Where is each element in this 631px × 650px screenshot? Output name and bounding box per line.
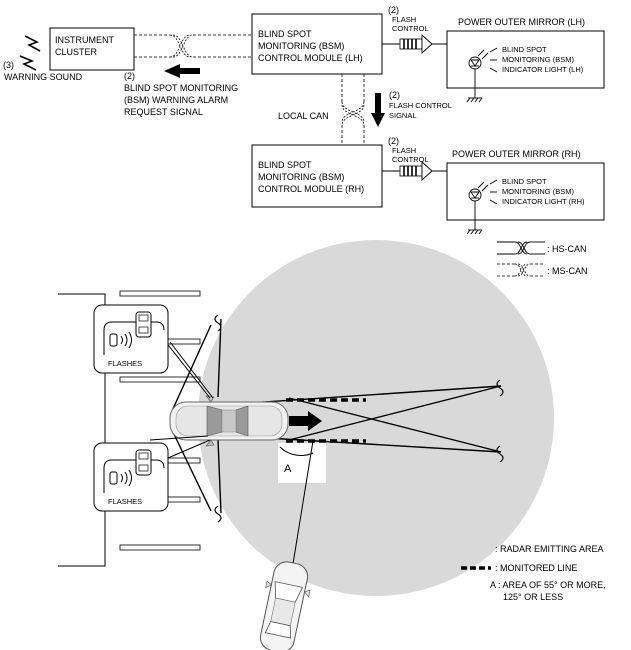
approaching-car-icon <box>259 561 311 650</box>
bsm-lh-label-1: BLIND SPOT <box>258 29 312 39</box>
mirror-callout-bottom <box>93 435 211 512</box>
mirror-callout-top <box>93 304 214 399</box>
road-boundary <box>58 293 106 567</box>
mirror-rh-box <box>446 162 605 221</box>
legend-radar-swatch <box>461 541 491 555</box>
legend-angle-key: A <box>490 580 496 590</box>
bsm-rh-label-3: CONTROL MODULE (RH) <box>258 184 364 194</box>
ms-can-bus-top <box>134 34 252 58</box>
flash-signal-number: (2) <box>389 90 400 100</box>
flash-lh-pulse-arrow <box>399 33 433 55</box>
warning-sound-number: (3) <box>3 60 14 70</box>
ms-can-legend-label: : MS-CAN <box>547 266 588 276</box>
indicator-rh-label-3: INDICATOR LIGHT (RH) <box>502 197 585 206</box>
bsm-rh-label-1: BLIND SPOT <box>258 160 312 170</box>
alarm-request-label-1: BLIND SPOT MONITORING <box>124 83 238 93</box>
indicator-rh-label-1: BLIND SPOT <box>502 177 547 186</box>
indicator-lh-label-3: INDICATOR LIGHT (LH) <box>502 65 584 74</box>
warning-sound-label: WARNING SOUND <box>4 72 83 82</box>
angle-a-label: A <box>284 463 292 475</box>
ms-can-legend-symbol <box>497 263 545 277</box>
flash-lh-label-2: CONTROL <box>392 24 429 33</box>
bsm-lh-label-2: MONITORING (BSM) <box>258 41 344 51</box>
approach-line <box>291 440 314 571</box>
bsm-lh-box <box>251 13 383 75</box>
hs-can-legend-label: : HS-CAN <box>547 244 587 254</box>
flash-rh-pulse-arrow <box>399 160 433 182</box>
alarm-request-label-3: REQUEST SIGNAL <box>124 107 203 117</box>
indicator-led-lh-icon <box>466 47 498 103</box>
local-can-label: LOCAL CAN <box>278 111 329 121</box>
indicator-led-rh-icon <box>466 179 498 235</box>
flash-rh-label-1: FLASH <box>392 146 416 155</box>
motion-arrow <box>289 411 322 431</box>
flash-signal-label-1: FLASH CONTROL <box>389 101 452 110</box>
indicator-lh-label-2: MONITORING (BSM) <box>502 55 574 64</box>
legend-angle-desc-2: 125° OR LESS <box>503 592 563 602</box>
bsm-rh-box <box>251 144 383 208</box>
bsm-lh-label-3: CONTROL MODULE (LH) <box>258 53 363 63</box>
host-car-icon <box>169 395 289 447</box>
indicator-lh-label-1: BLIND SPOT <box>502 45 547 54</box>
legend-angle-desc-1: : AREA OF 55° OR MORE, <box>498 580 606 590</box>
mirror-lh-box <box>446 30 605 89</box>
angle-a-arc <box>279 446 314 457</box>
flashes-label-bottom: FLASHES <box>108 497 142 506</box>
instrument-cluster-box <box>49 27 135 71</box>
local-can-bus <box>341 74 365 145</box>
alarm-request-number: (2) <box>124 71 135 81</box>
mirror-rh-title: POWER OUTER MIRROR (RH) <box>452 149 581 159</box>
instrument-cluster-label-1: INSTRUMENT <box>55 35 114 45</box>
angle-area-patch <box>278 443 326 483</box>
flash-control-signal-arrow <box>371 93 385 127</box>
hs-can-legend-symbol <box>497 241 545 255</box>
legend-monitored-label: : MONITORED LINE <box>495 563 577 573</box>
indicator-rh-label-2: MONITORING (BSM) <box>502 187 574 196</box>
flash-rh-number: (2) <box>388 136 399 146</box>
flash-lh-label-1: FLASH <box>392 15 416 24</box>
zone-edge-markers <box>214 314 504 523</box>
alarm-request-label-2: (BSM) WARNING ALARM <box>124 95 228 105</box>
flash-lh-number: (2) <box>388 5 399 15</box>
flash-rh-label-2: CONTROL <box>392 155 429 164</box>
instrument-cluster-label-2: CLUSTER <box>55 47 98 57</box>
warning-sound-icon <box>19 35 41 71</box>
flash-signal-label-2: SIGNAL <box>389 111 417 120</box>
mirror-lh-title: POWER OUTER MIRROR (LH) <box>458 17 585 27</box>
bsm-rh-label-2: MONITORING (BSM) <box>258 172 344 182</box>
alarm-request-arrow <box>164 64 200 78</box>
flashes-label-top: FLASHES <box>108 359 142 368</box>
legend-radar-label: : RADAR EMITTING AREA <box>495 544 604 554</box>
